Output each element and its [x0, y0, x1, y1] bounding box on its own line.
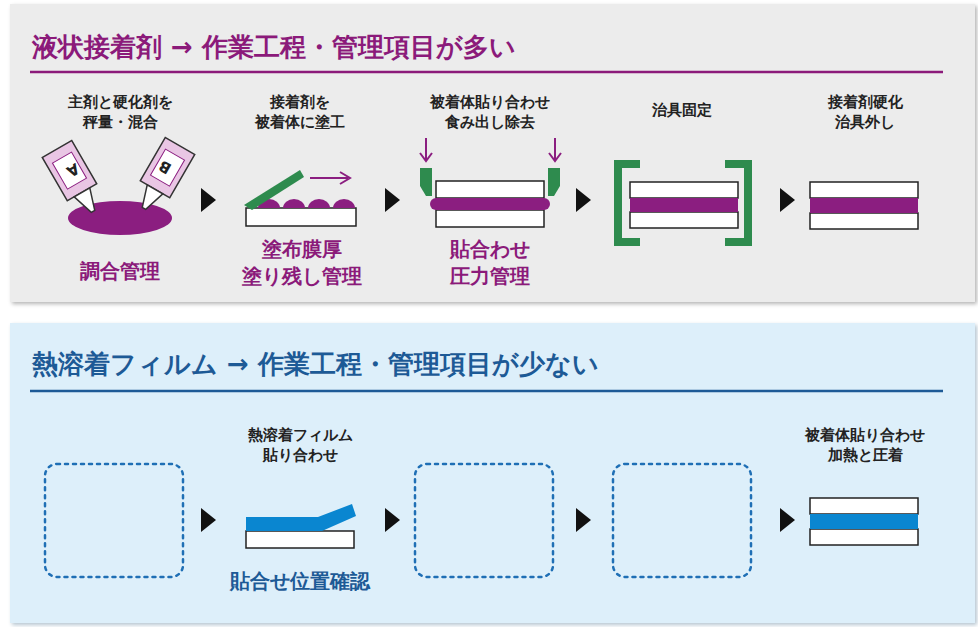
panel-title: 液状接着剤 → 作業工程・管理項目が多い — [32, 30, 516, 65]
management-item: 貼合せ位置確認 — [215, 568, 385, 595]
step-caption: 被着体貼り合わせ 加熱と圧着 — [795, 425, 935, 465]
step-caption: 主剤と硬化剤を 秤量・混合 — [55, 92, 185, 132]
management-item: 塗布膜厚 塗り残し管理 — [227, 236, 377, 290]
panel-title: 熱溶着フィルム → 作業工程・管理項目が少ない — [32, 347, 599, 382]
step-caption: 接着剤硬化 治具外し — [810, 92, 920, 132]
step-caption: 治具固定 — [632, 100, 732, 120]
step-caption: 熱溶着フィルム 貼り合わせ — [235, 425, 365, 465]
step-caption: 接着剤を 被着体に塗工 — [235, 92, 365, 132]
step-caption: 被着体貼り合わせ 食み出し除去 — [420, 92, 560, 132]
management-item: 調合管理 — [55, 258, 185, 285]
management-item: 貼合わせ 圧力管理 — [435, 236, 545, 290]
